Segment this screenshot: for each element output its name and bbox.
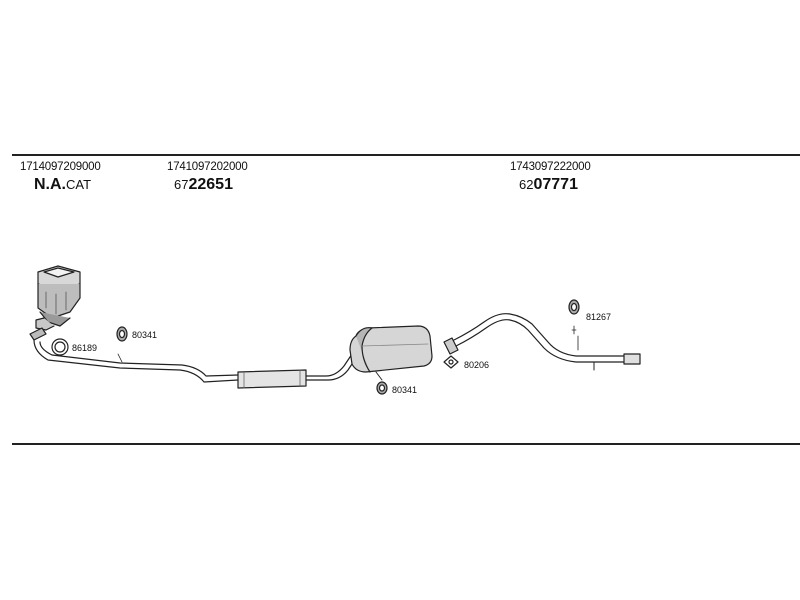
front-gasket (51, 338, 69, 356)
middle-section-main: 22651 (188, 176, 233, 193)
label-front-clamp: 80341 (132, 330, 157, 340)
front-pipe (29, 327, 239, 383)
part-number-rear: 1743097222000 (510, 161, 591, 173)
rear-gasket (443, 355, 459, 369)
front-section-code: N.A.CAT (34, 176, 91, 194)
label-rear-rubber-mount: 81267 (586, 312, 611, 322)
middle-silencer (237, 369, 307, 389)
top-divider-line (12, 154, 800, 156)
part-number-front: 1714097209000 (20, 161, 101, 173)
front-clamp (116, 326, 128, 342)
front-section-suffix: CAT (66, 177, 92, 192)
front-section-main: N.A. (34, 176, 66, 193)
catalytic-converter (35, 265, 81, 331)
rear-section-main: 07771 (533, 176, 578, 193)
front-pipe-leader (117, 353, 123, 363)
intermediate-pipe (305, 353, 353, 377)
rear-rubber-mount (568, 299, 580, 335)
tail-pipe (443, 313, 641, 371)
rear-section-code: 6207771 (519, 176, 578, 194)
middle-clamp (375, 371, 388, 395)
rear-silencer (349, 325, 433, 373)
middle-section-code: 6722651 (174, 176, 233, 194)
label-front-gasket: 86189 (72, 343, 97, 353)
bottom-divider-line (12, 443, 800, 445)
rear-section-prefix: 62 (519, 177, 534, 192)
label-middle-clamp: 80341 (392, 385, 417, 395)
label-rear-gasket: 80206 (464, 360, 489, 370)
part-number-middle: 1741097202000 (167, 161, 248, 173)
middle-section-prefix: 67 (174, 177, 189, 192)
